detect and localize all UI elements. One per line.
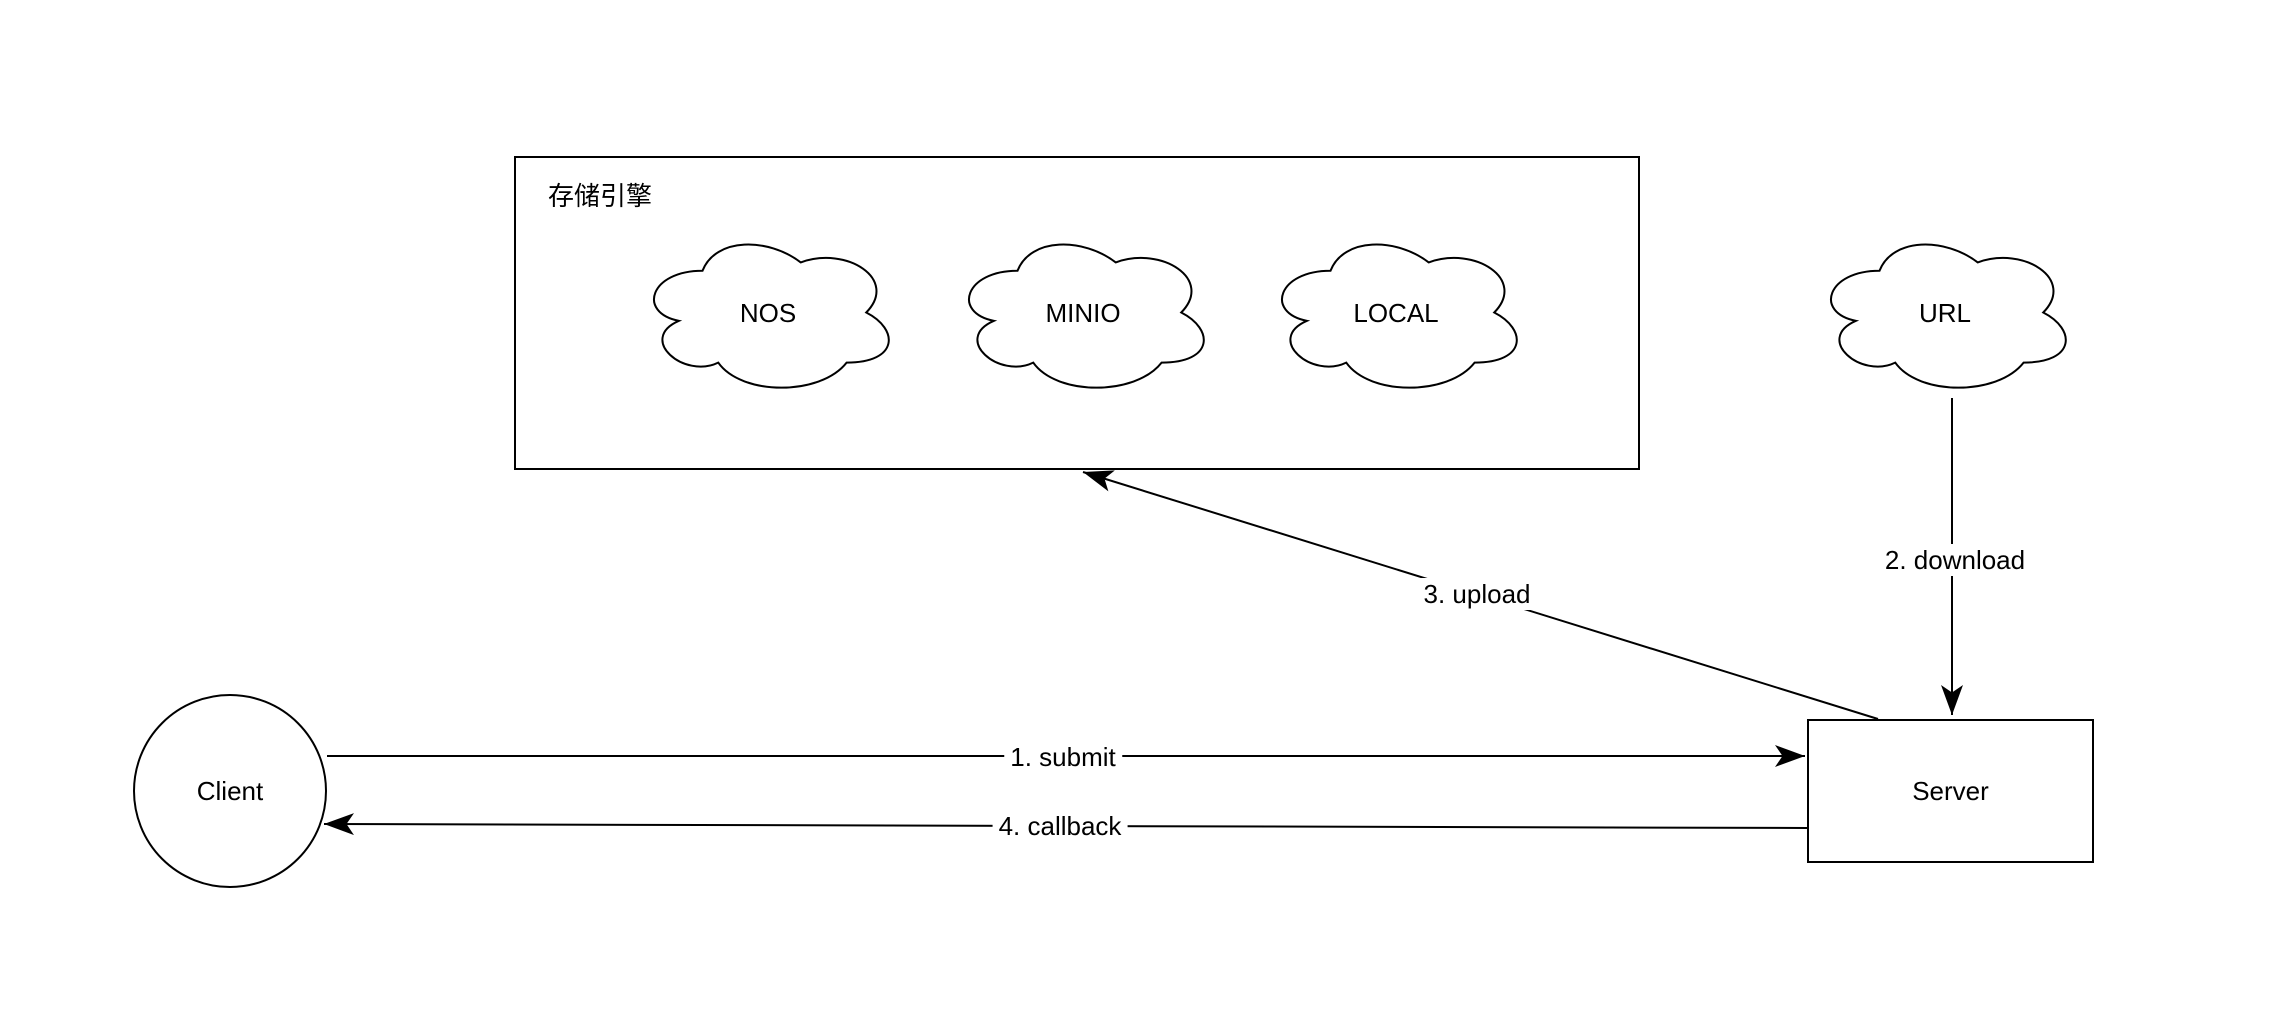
callback-arrow-label: 4. callback [992, 810, 1128, 842]
cloud-local-label: LOCAL [1353, 297, 1439, 328]
server-node-label: Server [1912, 776, 1989, 806]
cloud-minio-label: MINIO [1045, 297, 1121, 328]
submit-arrow-label: 1. submit [1004, 741, 1122, 773]
cloud-icon [952, 229, 1214, 396]
upload-arrow-label: 3. upload [1417, 578, 1537, 610]
client-node: Client [133, 694, 327, 888]
storage-engine-label: 存储引擎 [548, 181, 653, 211]
cloud-icon [1814, 229, 2076, 396]
cloud-url-label: URL [1918, 297, 1971, 328]
download-arrow-label: 2. download [1878, 544, 2032, 576]
server-node: Server [1807, 719, 2094, 863]
cloud-node-minio: MINIO [952, 229, 1214, 396]
cloud-node-nos: NOS [637, 229, 899, 396]
client-node-label: Client [196, 776, 264, 806]
cloud-nos-label: NOS [739, 297, 797, 328]
cloud-node-local: LOCAL [1265, 229, 1527, 396]
cloud-icon [1265, 229, 1527, 396]
cloud-node-url: URL [1814, 229, 2076, 396]
cloud-icon [637, 229, 899, 396]
